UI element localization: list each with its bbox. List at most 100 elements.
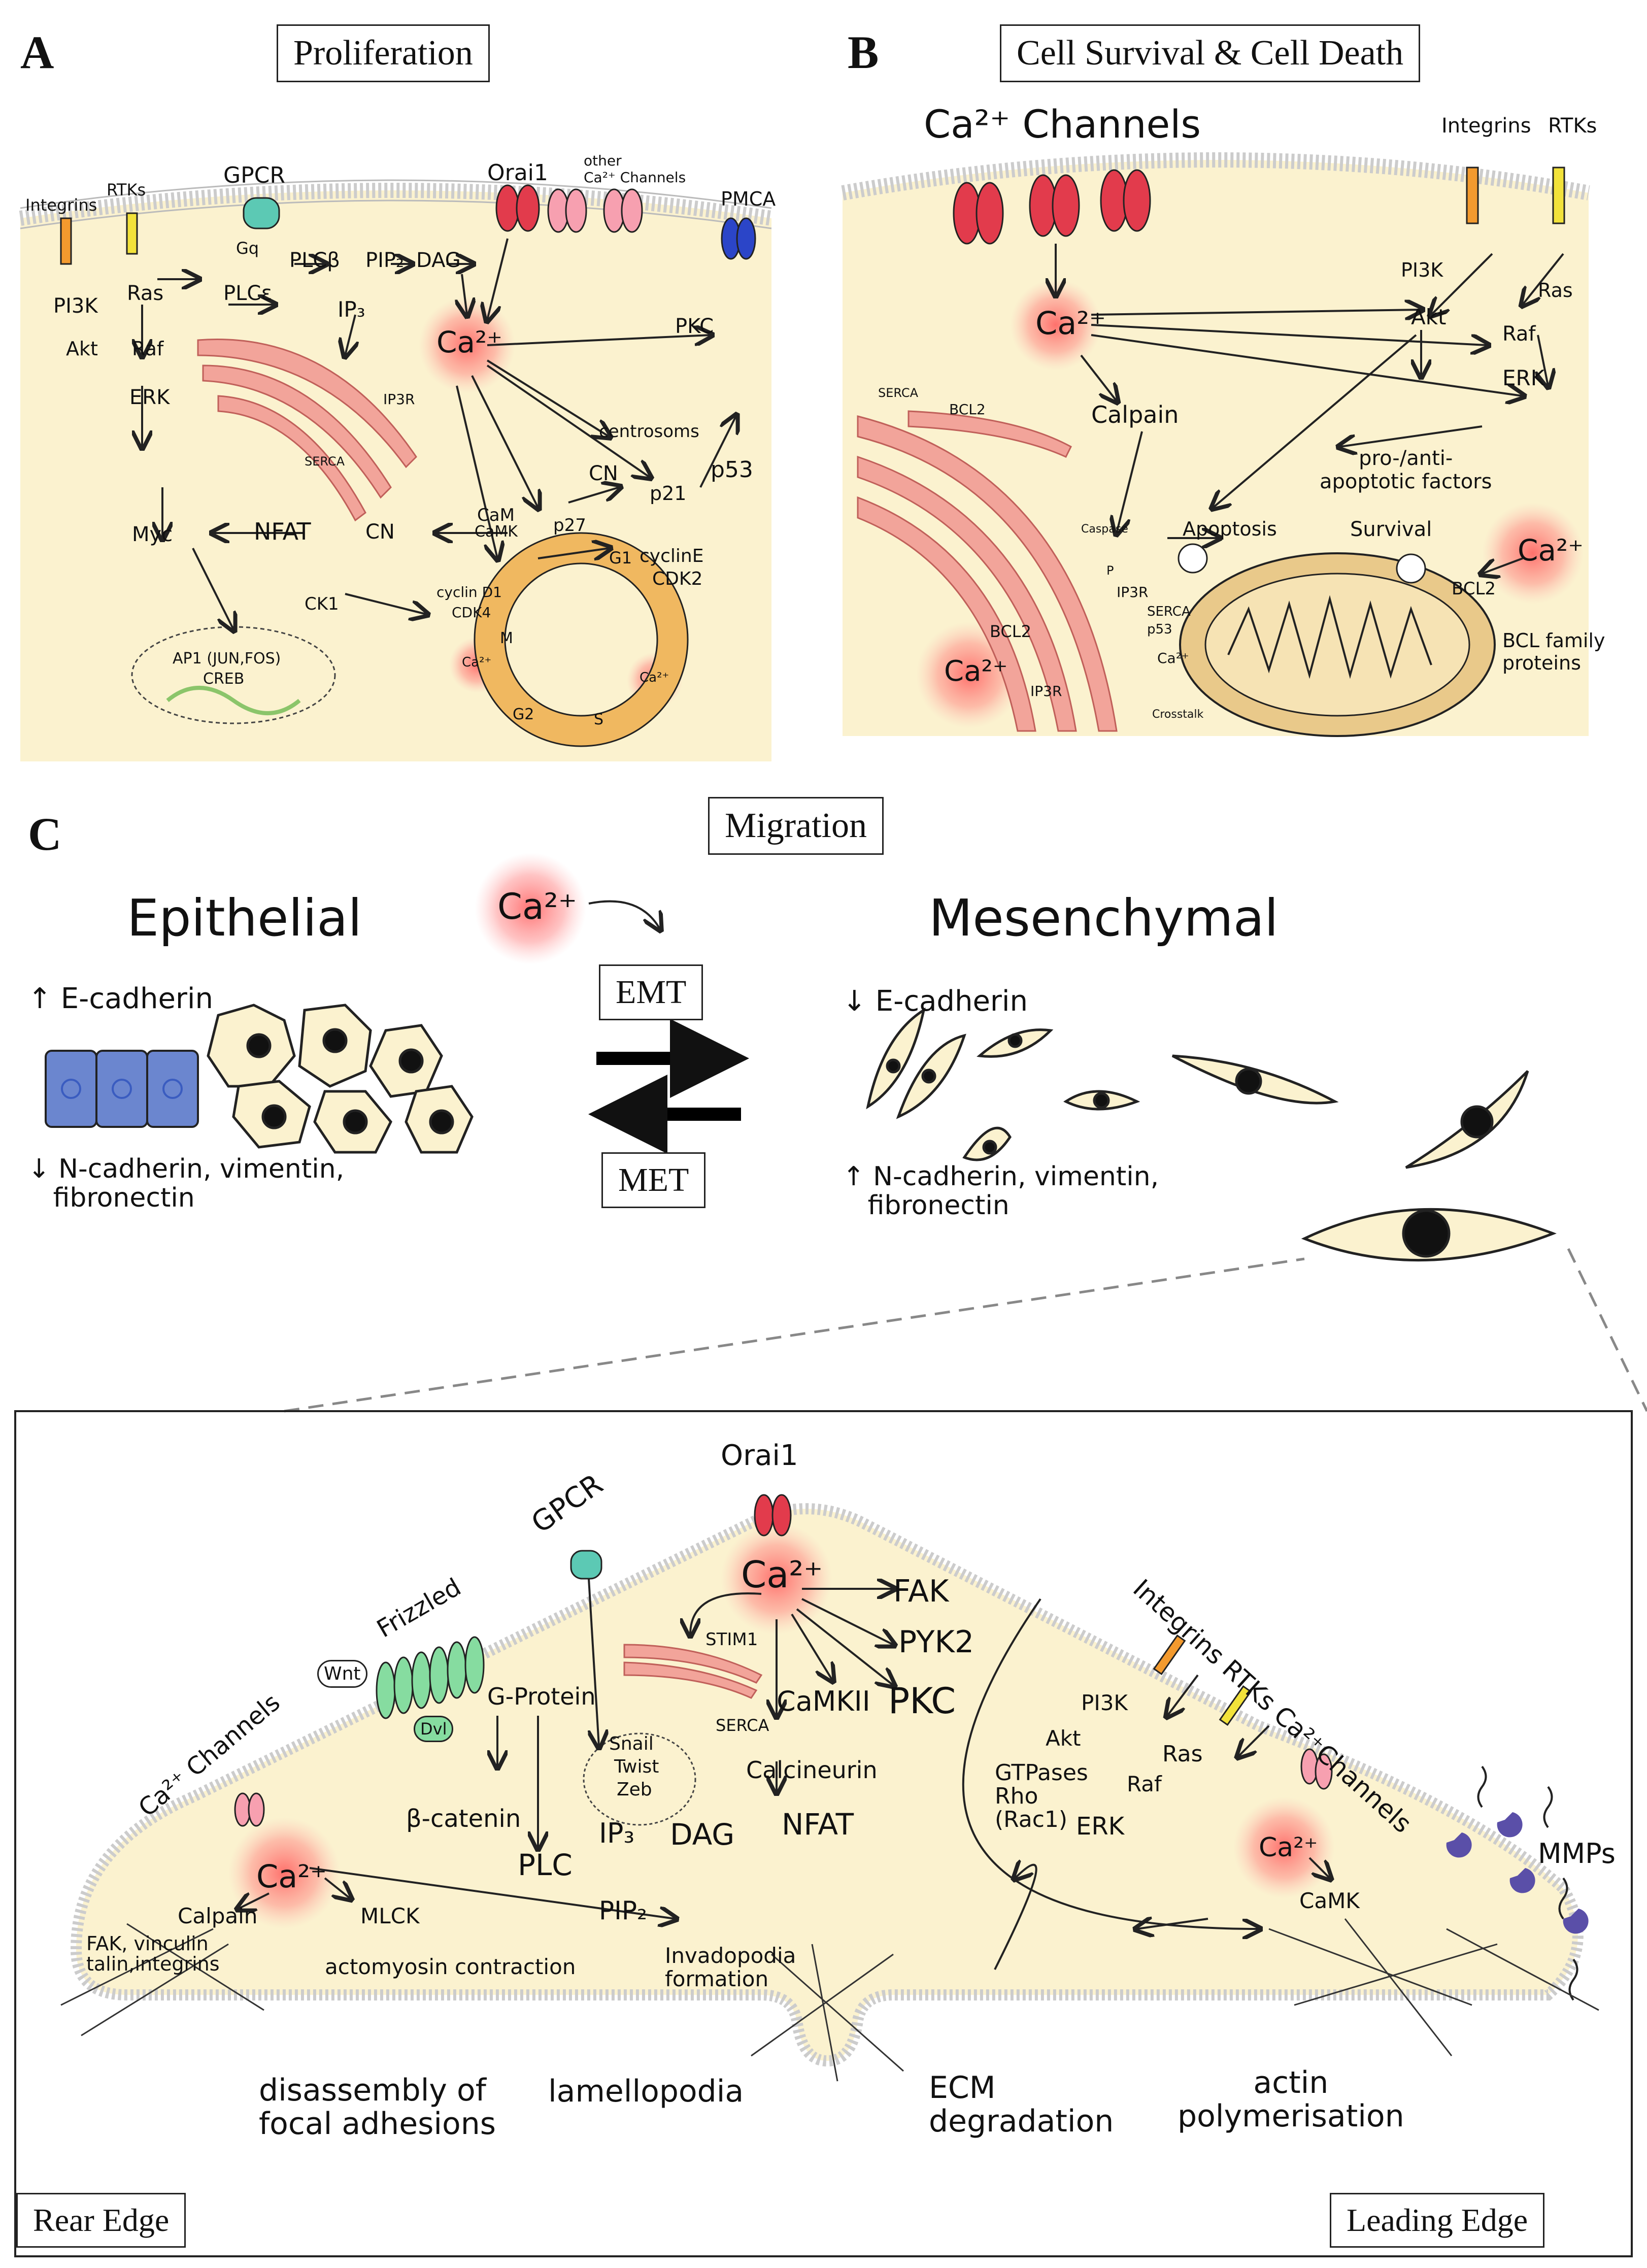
d-pip2-label: PIP₂ — [599, 1896, 648, 1925]
panel-b-ca-channels — [953, 169, 1151, 245]
panel-d-arrows — [239, 1578, 1330, 1970]
a-pi3k-label: PI3K — [53, 294, 98, 318]
d-pkc-label: PKC — [888, 1680, 956, 1722]
c-mes-up-label: ↑ N-cadherin, vimentin, fibronectin — [843, 1161, 1159, 1221]
a-cam-label: CaM — [477, 505, 515, 525]
a-pkc-label: PKC — [675, 315, 714, 338]
a-serca-label: SERCA — [305, 454, 345, 469]
b-ca4-label: Ca²⁺ — [944, 655, 1008, 688]
b-p-label: P — [1106, 563, 1114, 578]
b-ca3-label: Ca²⁺ — [1518, 533, 1584, 568]
panel-c-emt-met-arrows — [588, 1019, 749, 1154]
d-actomyosin-label: actomyosin contraction — [325, 1954, 576, 1979]
a-camk-label: CaMK — [475, 523, 518, 541]
a-ca-small1-label: Ca²⁺ — [462, 655, 492, 670]
panel-c-mesenchymal-cells — [866, 1007, 1557, 1262]
b-ca-label: Ca²⁺ — [1035, 305, 1106, 342]
d-bcatenin-label: β-catenin — [406, 1805, 521, 1833]
panel-b-mitochondrion — [1179, 552, 1496, 737]
b-caspase-label: Caspase — [1081, 523, 1128, 536]
c-mesenchymal-label: Mesenchymal — [929, 888, 1279, 948]
panel-a-integrin — [60, 212, 138, 265]
panel-d-mmps — [1446, 1812, 1589, 1934]
panel-a-gpcr — [243, 197, 280, 229]
d-pyk2-label: PYK2 — [898, 1624, 974, 1660]
a-m-label: M — [500, 629, 513, 647]
panel-b-ca-glow — [1010, 279, 1101, 371]
panel-d-cell — [70, 1503, 1584, 2067]
d-serca-label: SERCA — [716, 1716, 769, 1735]
panel-d-orai1 — [754, 1494, 792, 1537]
a-p21-label: p21 — [650, 482, 687, 505]
b-ca2-label: Ca²⁺ — [1157, 650, 1189, 666]
panel-a-er — [197, 339, 417, 522]
panel-d-frame — [14, 1410, 1633, 2257]
panel-b-title: Cell Survival & Cell Death — [1000, 24, 1421, 82]
d-gprotein-label: G-Protein — [487, 1683, 596, 1710]
b-bcl2c-label: BCL2 — [1452, 579, 1496, 599]
panel-d-ecm-fibers — [60, 1918, 1599, 2082]
d-lamellopodia-label: lamellopodia — [548, 2074, 744, 2109]
a-myc-label: Myc — [132, 523, 173, 546]
d-camkii-label: CaMKII — [777, 1685, 870, 1717]
a-ck1-label: CK1 — [305, 594, 339, 614]
d-zeb-label: Zeb — [617, 1779, 652, 1800]
panel-d-ca-glow-top — [721, 1523, 832, 1635]
a-cdk4-label: CDK4 — [452, 604, 491, 621]
a-p27-label: p27 — [553, 515, 586, 536]
b-p53-label: p53 — [1147, 622, 1172, 637]
b-pi3k-label: PI3K — [1401, 259, 1443, 281]
b-erk-label: ERK — [1502, 365, 1545, 390]
d-akt-label: Akt — [1046, 1726, 1081, 1751]
a-plcb-label: PLCβ — [289, 249, 340, 272]
a-cycline-label: cyclinE — [640, 546, 704, 566]
panel-c-tumor-cluster — [207, 1004, 474, 1154]
panel-d-mmp-squiggles — [1477, 1765, 1578, 2001]
panel-a-orai-channel — [495, 184, 540, 232]
d-ip3-label: IP₃ — [599, 1817, 635, 1849]
d-twist-label: Twist — [614, 1756, 659, 1777]
panel-a-other-channel — [547, 188, 643, 233]
b-factors-label: pro-/anti- apoptotic factors — [1320, 447, 1492, 493]
yin-yang-icon-1 — [1178, 543, 1208, 574]
a-pmca-label: PMCA — [721, 188, 776, 210]
d-raf-label: Raf — [1127, 1772, 1162, 1796]
a-ras-label: Ras — [127, 282, 164, 305]
a-ip3r-label: IP3R — [383, 391, 415, 408]
a-creb-label: CREB — [203, 670, 245, 688]
d-rear-edge-label: Rear Edge — [16, 2193, 186, 2248]
panel-d-frizzled — [376, 1636, 485, 1719]
c-ca-label: Ca²⁺ — [497, 886, 577, 927]
d-pi3k-label: PI3K — [1081, 1690, 1128, 1715]
a-cyclind-label: cyclin D1 — [436, 584, 502, 601]
d-mmps-label: MMPs — [1538, 1838, 1616, 1870]
b-akt-label: Akt — [1411, 305, 1447, 329]
a-s-label: S — [594, 711, 604, 728]
panel-b-ca-glow-right — [1482, 503, 1584, 604]
d-leading-edge-label: Leading Edge — [1330, 2193, 1545, 2248]
a-gq-label: Gq — [236, 239, 259, 258]
panel-b-integrin-rtk — [1466, 166, 1565, 224]
d-wnt-label: Wnt — [317, 1660, 367, 1688]
b-raf-label: Raf — [1502, 322, 1536, 346]
a-dag-label: DAG — [416, 249, 461, 272]
a-cn1-label: CN — [589, 462, 618, 485]
c-epithelial-label: Epithelial — [127, 888, 362, 948]
b-bcl-family-label: BCL family proteins — [1502, 629, 1605, 674]
b-integrins-label: Integrins — [1441, 114, 1531, 138]
d-snail-label: Snail — [609, 1733, 654, 1754]
b-channels-label: Ca²⁺ Channels — [924, 102, 1201, 147]
a-ap1-label: AP1 (JUN,FOS) — [173, 650, 281, 668]
b-ras-label: Ras — [1538, 279, 1573, 302]
a-ip3-label: IP₃ — [338, 297, 365, 322]
d-ca-top-label: Ca²⁺ — [741, 1553, 823, 1596]
d-nfat-label: NFAT — [782, 1807, 854, 1842]
panel-d-left-channel — [234, 1792, 265, 1827]
panel-c-ca-arrow — [588, 900, 660, 929]
a-ca-label: Ca²⁺ — [436, 325, 502, 359]
panel-a-cell — [19, 179, 773, 761]
b-apoptosis-label: Apoptosis — [1183, 518, 1277, 540]
d-camk-label: CaMK — [1299, 1888, 1360, 1913]
a-plce-label: PLCε — [223, 282, 272, 305]
